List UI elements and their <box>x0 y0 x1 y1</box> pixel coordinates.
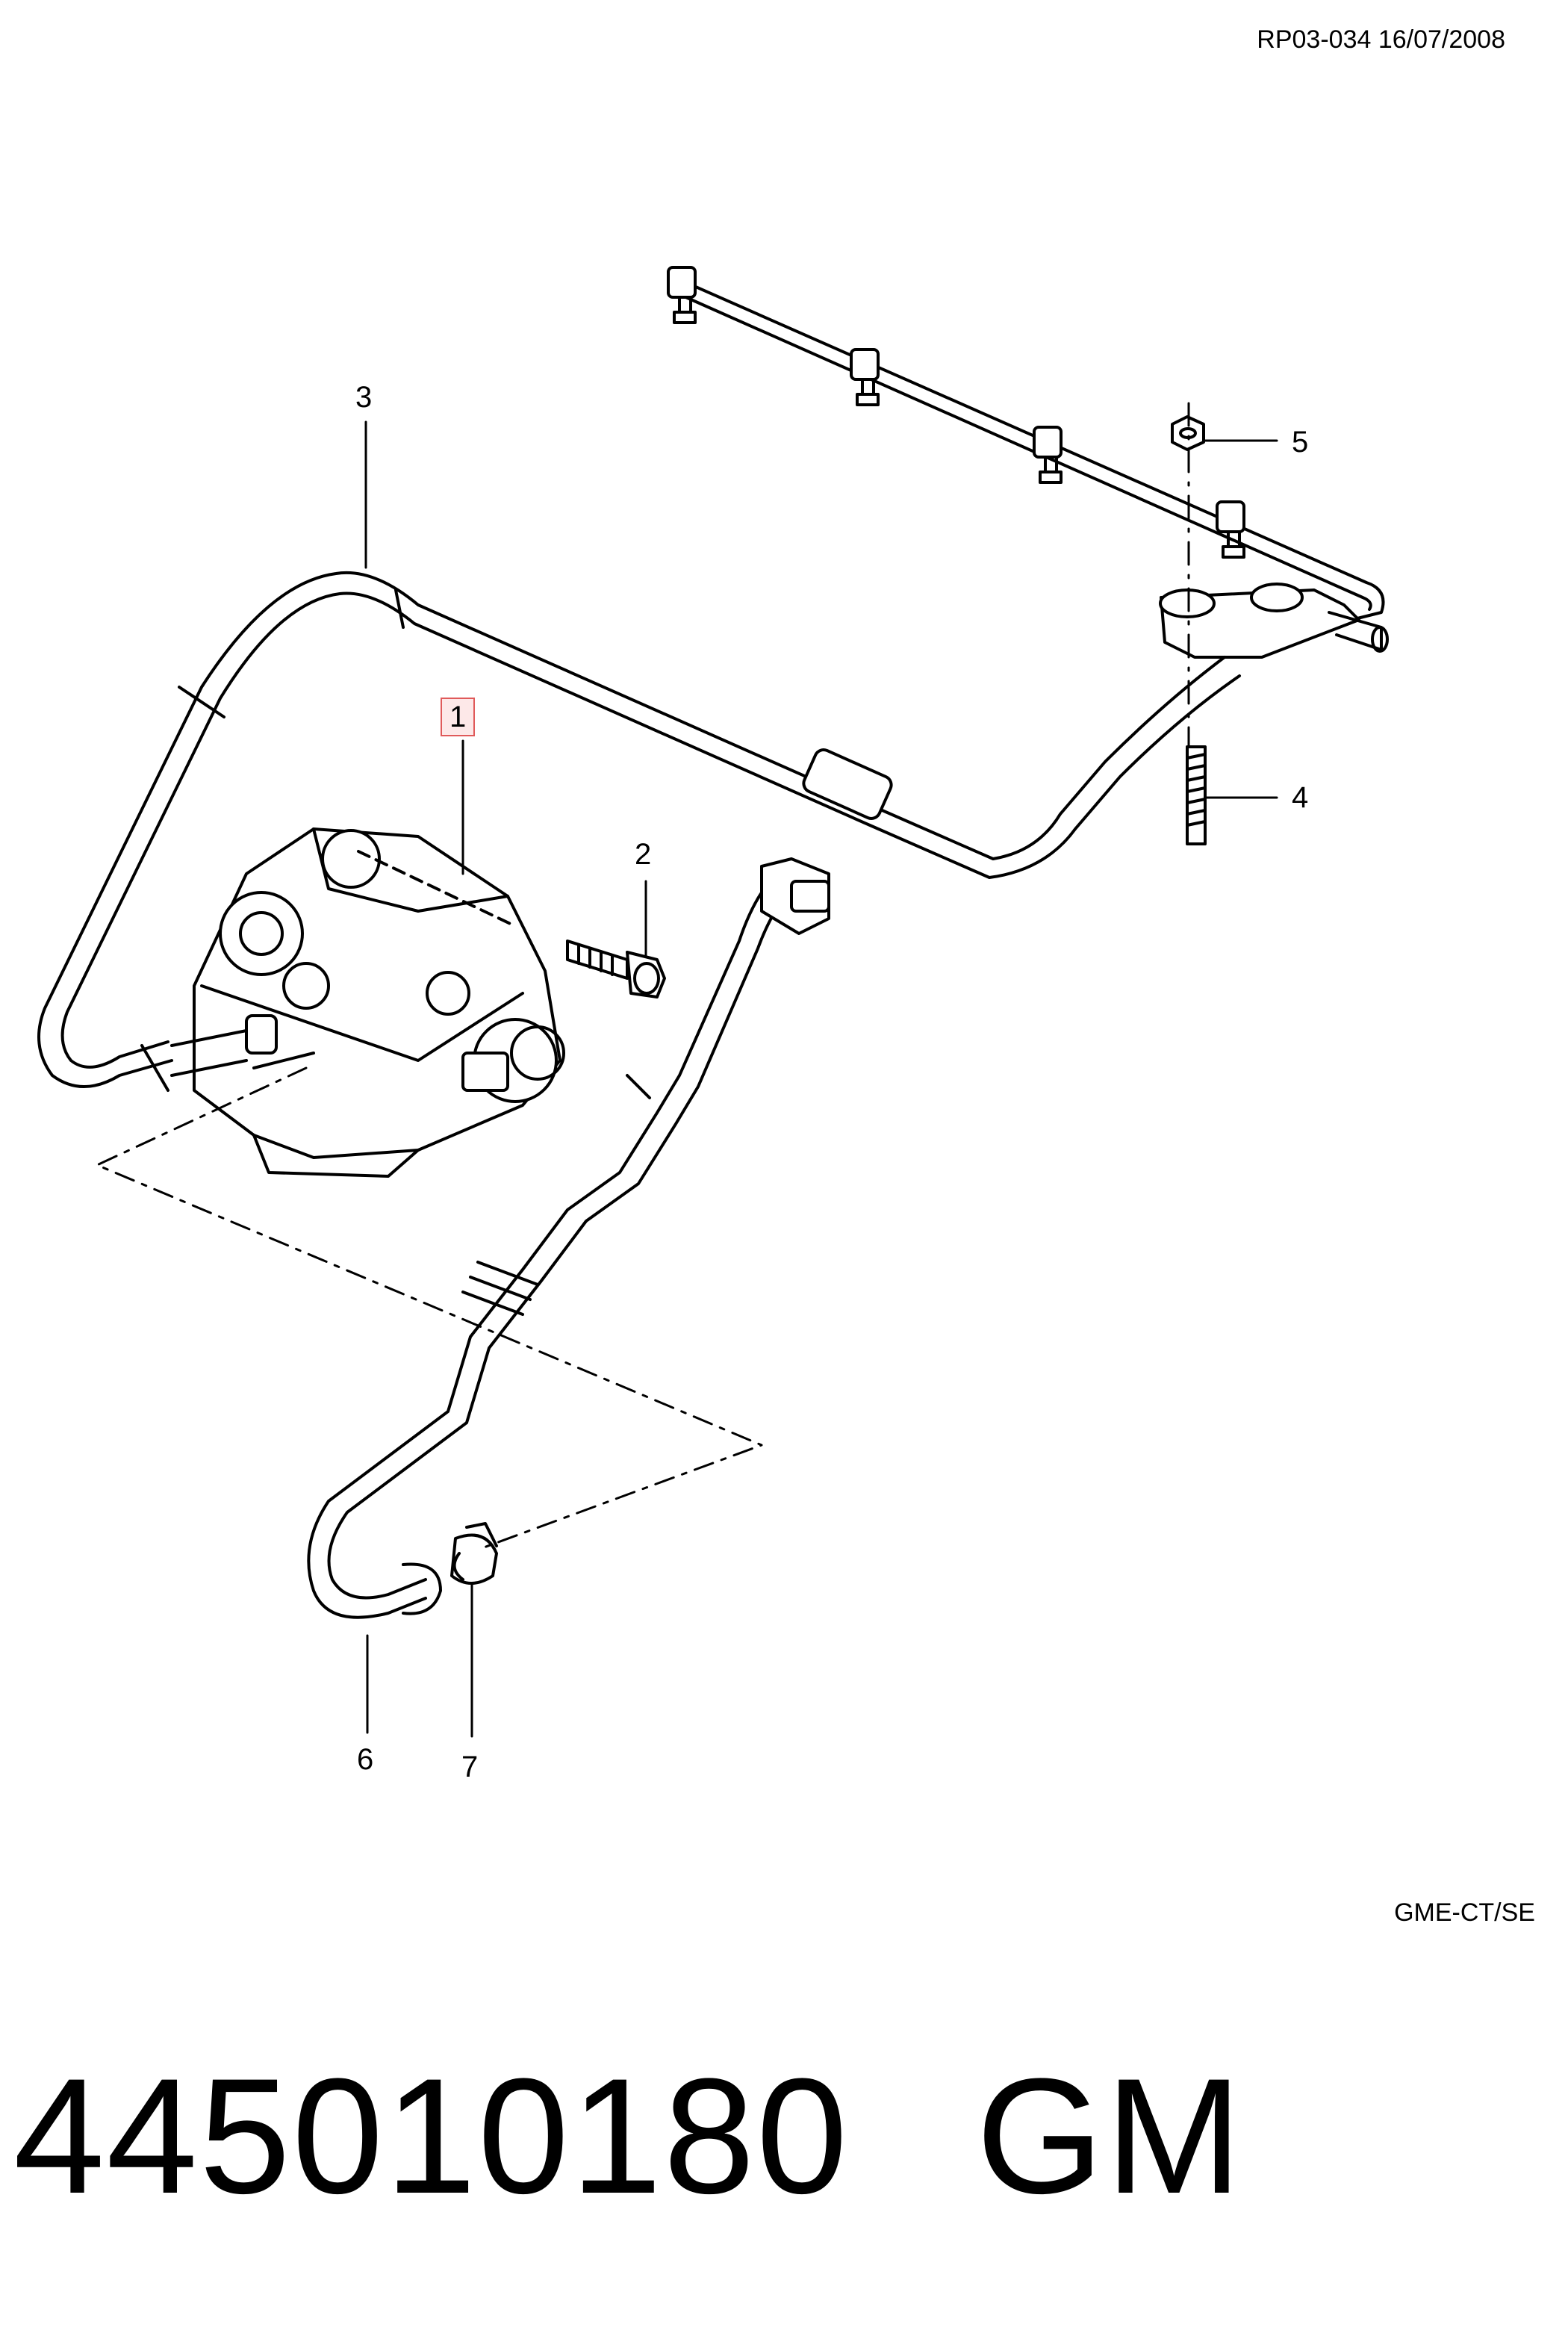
callout-1[interactable]: 1 <box>441 698 476 736</box>
drawing-reference: RP03-034 16/07/2008 <box>1257 25 1505 54</box>
injector-connector <box>667 266 697 324</box>
callout-2[interactable]: 2 <box>635 838 652 871</box>
injector-connector <box>850 348 880 406</box>
reference-dash-line <box>96 1066 763 1551</box>
callout-7[interactable]: 7 <box>461 1751 479 1783</box>
injector-connector <box>1033 426 1063 484</box>
return-hose-3 <box>37 571 1241 1092</box>
return-junction-block <box>1159 583 1389 659</box>
bolt-2 <box>566 940 666 999</box>
injector-connector <box>1216 500 1245 559</box>
callout-6[interactable]: 6 <box>357 1743 374 1776</box>
brand-name: GM <box>976 2044 1244 2228</box>
quick-connector <box>760 857 830 935</box>
injector-return-rail <box>667 266 1385 621</box>
stud-4 <box>1186 745 1207 845</box>
hose-clamp-7 <box>450 1522 498 1585</box>
nut-5 <box>1171 402 1205 748</box>
callout-5[interactable]: 5 <box>1292 426 1309 459</box>
part-number-value: 445010180 <box>13 2044 850 2228</box>
return-hose-6 <box>307 857 830 1619</box>
callout-4[interactable]: 4 <box>1292 781 1309 814</box>
drawing-code: GME-CT/SE <box>1394 1898 1535 1927</box>
callout-3[interactable]: 3 <box>355 381 373 414</box>
fuel-pump-1 <box>170 827 565 1178</box>
